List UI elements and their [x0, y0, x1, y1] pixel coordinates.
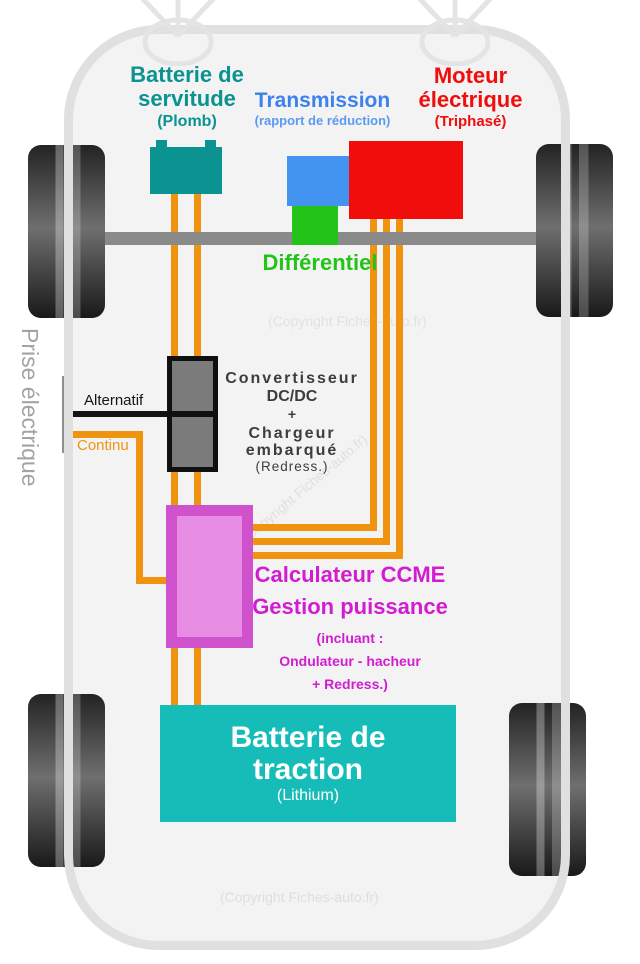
ccme-label-sub2: Ondulateur - hacheur: [279, 652, 421, 669]
converter-label-line3: +: [287, 406, 297, 423]
traction-battery-title-line1: Batterie de: [230, 721, 386, 754]
converter-label: Convertisseur DC/DC + Chargeur embarqué …: [218, 370, 366, 475]
motor-label: Moteur électrique (Triphasé): [398, 64, 543, 130]
wire-continu-h2: [136, 577, 166, 584]
wheel-rear-right: [509, 703, 586, 876]
converter-label-line5: embarqué: [245, 442, 339, 460]
wheel-front-left: [28, 145, 105, 318]
wire-ccme-traction-1: [171, 646, 178, 706]
ccme-label-line1: Calculateur CCME: [254, 562, 446, 587]
servitude-label-line2: servitude: [138, 85, 236, 111]
dcdc-converter-box: [167, 356, 218, 472]
ccme-label-sub1: (incluant :: [316, 629, 384, 646]
converter-cell-top: [172, 361, 213, 411]
motor-label-line2: électrique: [418, 86, 523, 112]
wire-motor-phase-3-v: [396, 219, 403, 559]
watermark-bottom: (Copyright Fiches-auto.fr): [220, 889, 379, 905]
servitude-battery-box: [150, 147, 222, 194]
wire-motor-phase-3-h: [253, 552, 403, 559]
alternatif-wire-label: Alternatif: [84, 392, 144, 409]
traction-battery-box: Batterie de traction (Lithium): [160, 705, 456, 822]
traction-battery-subtitle: (Lithium): [276, 787, 340, 804]
wire-motor-phase-2-h: [253, 538, 390, 545]
charging-plug-bar: [62, 376, 73, 453]
servitude-label-line1: Batterie de: [130, 62, 244, 87]
differential-box: [292, 206, 338, 245]
wire-motor-phase-2-v: [383, 219, 390, 545]
converter-label-line2: DC/DC: [266, 387, 318, 405]
wire-converter-ccme-1: [171, 470, 178, 506]
differential-label: Différentiel: [262, 250, 378, 275]
wire-ccme-traction-2: [194, 646, 201, 706]
converter-label-line6: (Redress.): [255, 458, 329, 474]
wheel-rear-left: [28, 694, 105, 867]
plug-label: Prise électrique: [17, 328, 43, 487]
servitude-battery-terminal-right: [205, 140, 216, 148]
servitude-battery-label: Batterie de servitude (Plomb): [92, 63, 282, 130]
wire-battery-left-2: [194, 194, 201, 356]
wire-continu-h1: [68, 431, 143, 438]
motor-label-sub: (Triphasé): [434, 112, 507, 130]
motor-label-line1: Moteur: [433, 63, 508, 88]
continu-wire-label: Continu: [77, 437, 129, 454]
transmission-label-sub: (rapport de réduction): [254, 112, 391, 128]
wire-alternatif: [72, 411, 167, 417]
wire-continu-v: [136, 431, 143, 584]
transmission-label: Transmission (rapport de réduction): [235, 89, 410, 128]
transmission-label-title: Transmission: [254, 89, 391, 112]
wire-converter-ccme-2: [194, 470, 201, 506]
wire-motor-phase-1-v: [370, 219, 377, 531]
transmission-box: [287, 156, 349, 206]
ccme-label-line2: Gestion puissance: [252, 593, 448, 619]
wire-motor-phase-1-h: [253, 524, 377, 531]
servitude-battery-terminal-left: [156, 140, 167, 148]
electric-motor-box: [349, 141, 463, 219]
ccme-label: Calculateur CCME Gestion puissance (incl…: [252, 563, 448, 700]
ccme-label-sub3: + Redress.): [312, 675, 388, 692]
servitude-label-sub: (Plomb): [157, 112, 217, 130]
wheel-front-right: [536, 144, 613, 317]
traction-battery-title-line2: traction: [252, 752, 363, 786]
wire-battery-left-1: [171, 194, 178, 356]
ccme-computer-box: [166, 505, 253, 648]
converter-label-line1: Convertisseur: [225, 370, 359, 387]
converter-cell-bottom: [172, 417, 213, 467]
converter-label-line4: Chargeur: [248, 424, 336, 442]
